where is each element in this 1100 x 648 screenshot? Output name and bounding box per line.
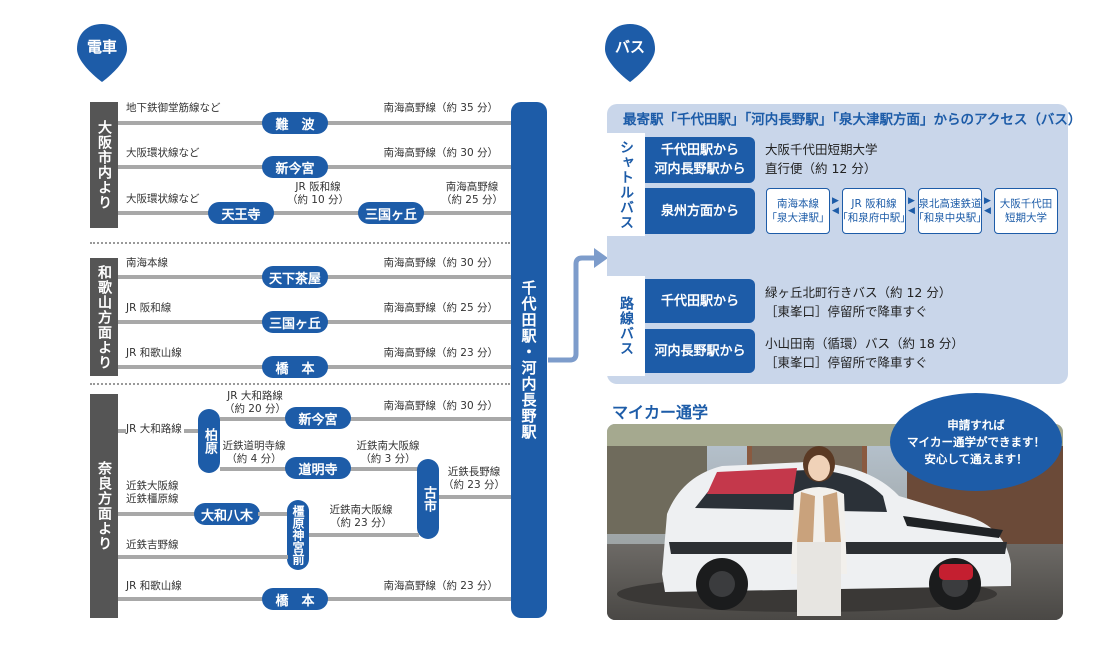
shuttle-white-strip <box>607 133 645 236</box>
route-info-1: 緑ヶ丘北町行きバス（約 12 分） ［東峯口］停留所で降車すぐ <box>765 283 951 321</box>
hashimoto-w-left-label: JR 和歌山線 <box>126 347 182 359</box>
station-tennoji[interactable]: 天王寺 <box>208 202 274 224</box>
station-hashimoto-1[interactable]: 橋 本 <box>262 356 328 378</box>
chain-box-jr: JR 阪和線 「和泉府中駅」 <box>837 188 911 234</box>
chain-box-college: 大阪千代田 短期大学 <box>994 188 1058 234</box>
tennoji-right-label: 南海高野線 （約 25 分） <box>440 181 504 206</box>
shinimamiya-right-label: 南海高野線（約 30 分） <box>383 147 498 159</box>
station-shinimamiya[interactable]: 新今宮 <box>262 156 328 178</box>
nara-right-label-2: 南海高野線（約 23 分） <box>383 580 498 592</box>
station-kashiwara[interactable]: 柏原 <box>198 409 220 473</box>
route-bus-label: 路線バス <box>618 296 634 356</box>
train-heading-pin: 電車 <box>75 22 129 82</box>
map-pin-icon <box>605 24 655 82</box>
chain-2-line2: 「和泉府中駅」 <box>837 212 911 224</box>
route-white-strip <box>607 276 645 376</box>
route-line-yoshino <box>118 555 288 559</box>
shuttle-info1-line2: 直行便（約 12 分） <box>765 161 877 176</box>
route-info-2: 小山田南（循環）バス（約 18 分） ［東峯口］停留所で降車すぐ <box>765 334 964 372</box>
bus-heading: バス <box>614 38 645 56</box>
route-line-minamiosaka-2 <box>309 533 419 537</box>
shuttle-btn-senshu[interactable]: 泉州方面から <box>645 188 755 234</box>
shinimamiya-left-label: 大阪環状線など <box>126 147 200 159</box>
yamatoji-left-label: JR 大和路線 <box>126 423 184 436</box>
bubble-line-3: 安心して通えます！ <box>924 451 1028 466</box>
station-kashiharajingu[interactable]: 橿原神宮前 <box>287 500 309 570</box>
chain-box-senboku: 泉北高速鉄道 「和泉中央駅」 <box>913 188 987 234</box>
shuttle-btn-chiyoda-kawachinagano[interactable]: 千代田駅から 河内長野駅から <box>645 137 755 183</box>
nara-right-label-1: 南海高野線（約 30 分） <box>383 400 498 412</box>
region-osaka: 大阪市内より <box>90 102 118 228</box>
chain-1-line1: 南海本線 <box>777 198 819 210</box>
route-info1-line1: 緑ヶ丘北町行きバス（約 12 分） <box>765 285 952 300</box>
mikunigaoka-left-label: JR 阪和線 <box>126 302 172 314</box>
shuttle-btn1-line1: 千代田駅から <box>660 143 739 158</box>
station-domyoji[interactable]: 道明寺 <box>285 457 351 479</box>
route-info2-line1: 小山田南（循環）バス（約 18 分） <box>765 336 964 351</box>
tennoji-mid-label: JR 阪和線 （約 10 分） <box>286 181 350 206</box>
station-mikunigaoka-2[interactable]: 三国ヶ丘 <box>262 311 328 333</box>
station-furuichi[interactable]: 古市 <box>417 459 439 539</box>
region-nara: 奈良方面より <box>90 394 118 618</box>
car-heading: マイカー通学 <box>612 403 709 422</box>
map-pin-icon <box>77 24 127 82</box>
shuttle-btn1-line2: 河内長野駅から <box>654 162 746 177</box>
tengachaya-left-label: 南海本線 <box>126 257 168 269</box>
bubble-line-1: 申請すれば <box>947 417 1005 432</box>
mikunigaoka-right-label: 南海高野線（約 25 分） <box>383 302 498 314</box>
route-line-yagi <box>118 512 198 516</box>
station-yamatoyagi[interactable]: 大和八木 <box>194 503 260 525</box>
separator-1 <box>90 242 510 244</box>
yamatoji-mid-label: JR 大和路線 （約 20 分） <box>223 390 287 415</box>
route-line-yamatoji-2 <box>220 417 511 421</box>
double-arrow-icon: ▶◀ <box>832 196 839 216</box>
speech-bubble: 申請すれば マイカー通学ができます！ 安心して通えます！ <box>890 393 1062 491</box>
shuttle-info-1: 大阪千代田短期大学 直行便（約 12 分） <box>765 140 878 178</box>
bus-title: 最寄駅「千代田駅」「河内長野駅」「泉大津駅方面」からのアクセス（バス） <box>623 112 1082 128</box>
destination-bar: 千代田駅・河内長野駅 <box>511 102 547 618</box>
route-btn-kawachinagano[interactable]: 河内長野駅から <box>645 329 755 373</box>
station-mikunigaoka-1[interactable]: 三国ヶ丘 <box>358 202 424 224</box>
chain-4-line2: 短期大学 <box>1005 212 1047 224</box>
route-line-tennoji <box>118 211 511 215</box>
yoshino-label: 近鉄吉野線 <box>126 539 179 551</box>
bus-heading-pin: バス <box>603 22 657 82</box>
namba-right-label: 南海高野線（約 35 分） <box>383 102 498 114</box>
separator-2 <box>90 383 510 385</box>
station-shinimamiya-2[interactable]: 新今宮 <box>285 407 351 429</box>
wakayama-line-label: JR 和歌山線 <box>126 580 182 592</box>
nagano-line-label: 近鉄長野線 （約 23 分） <box>442 466 506 491</box>
hashimoto-w-right-label: 南海高野線（約 23 分） <box>383 347 498 359</box>
namba-left-label: 地下鉄御堂筋線など <box>126 102 221 114</box>
chain-3-line2: 「和泉中央駅」 <box>913 212 987 224</box>
route-info2-line2: ［東峯口］停留所で降車すぐ <box>765 355 928 370</box>
train-heading: 電車 <box>86 38 117 56</box>
chain-1-line2: 「泉大津駅」 <box>766 212 830 224</box>
double-arrow-icon: ▶◀ <box>908 196 915 216</box>
route-line-nagano <box>439 495 511 499</box>
route-info1-line2: ［東峯口］停留所で降車すぐ <box>765 304 928 319</box>
route-btn-chiyoda[interactable]: 千代田駅から <box>645 279 755 323</box>
station-namba[interactable]: 難 波 <box>262 112 328 134</box>
route-line-yagi-2 <box>258 512 288 516</box>
osaka-line-label: 近鉄大阪線 近鉄橿原線 <box>126 480 179 505</box>
connector-arrow-icon <box>548 248 608 363</box>
shuttle-info1-line1: 大阪千代田短期大学 <box>765 142 878 157</box>
region-wakayama: 和歌山方面より <box>90 258 118 376</box>
station-tengachaya[interactable]: 天下茶屋 <box>262 266 328 288</box>
domyoji-line-label: 近鉄道明寺線 （約 4 分） <box>222 440 286 465</box>
minamiosaka-2-label: 近鉄南大阪線 （約 23 分） <box>329 504 393 529</box>
shuttle-label: シャトルバス <box>618 139 634 230</box>
double-arrow-icon: ▶◀ <box>984 196 991 216</box>
chain-4-line1: 大阪千代田 <box>999 198 1053 210</box>
minamiosaka-1-label: 近鉄南大阪線 （約 3 分） <box>356 440 420 465</box>
bubble-line-2: マイカー通学ができます！ <box>907 434 1045 449</box>
station-hashimoto-2[interactable]: 橋 本 <box>262 588 328 610</box>
tennoji-left-label: 大阪環状線など <box>126 193 200 205</box>
tengachaya-right-label: 南海高野線（約 30 分） <box>383 257 498 269</box>
chain-box-nankai: 南海本線 「泉大津駅」 <box>766 188 830 234</box>
chain-2-line1: JR 阪和線 <box>851 198 897 210</box>
chain-3-line1: 泉北高速鉄道 <box>918 198 982 210</box>
